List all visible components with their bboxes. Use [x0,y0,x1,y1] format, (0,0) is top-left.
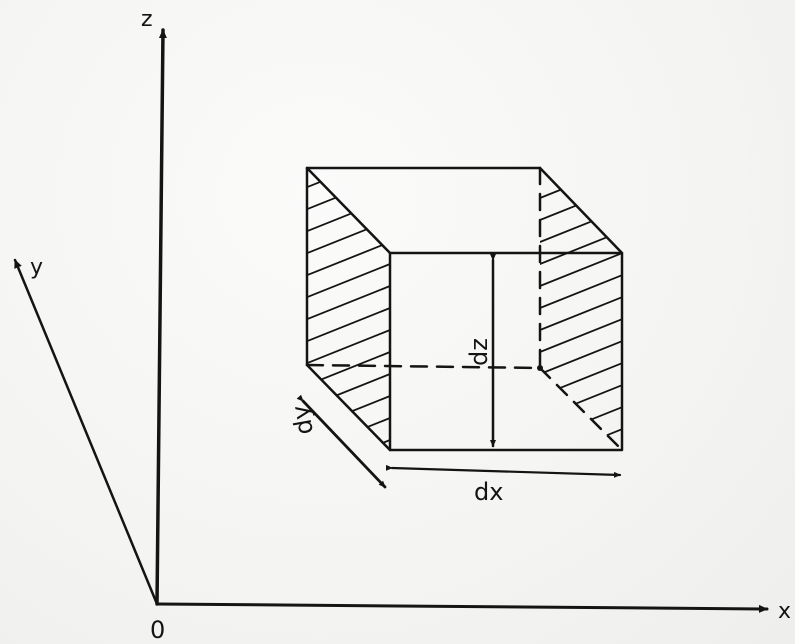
dz-label: dz [465,338,493,366]
x-axis [155,602,769,613]
y-axis-label: y [30,255,43,280]
y-axis [13,258,159,606]
dy-label: dy [286,403,319,437]
z-axis-label: z [141,7,153,32]
axes [13,28,769,613]
dx-dimension [385,464,622,478]
z-axis [155,28,167,606]
cube-element [305,166,624,452]
origin-label: 0 [150,616,165,644]
x-axis-label: x [778,599,791,624]
dx-label: dx [474,478,503,506]
right-face-hatching [540,168,622,450]
dy-dimension [296,394,387,489]
